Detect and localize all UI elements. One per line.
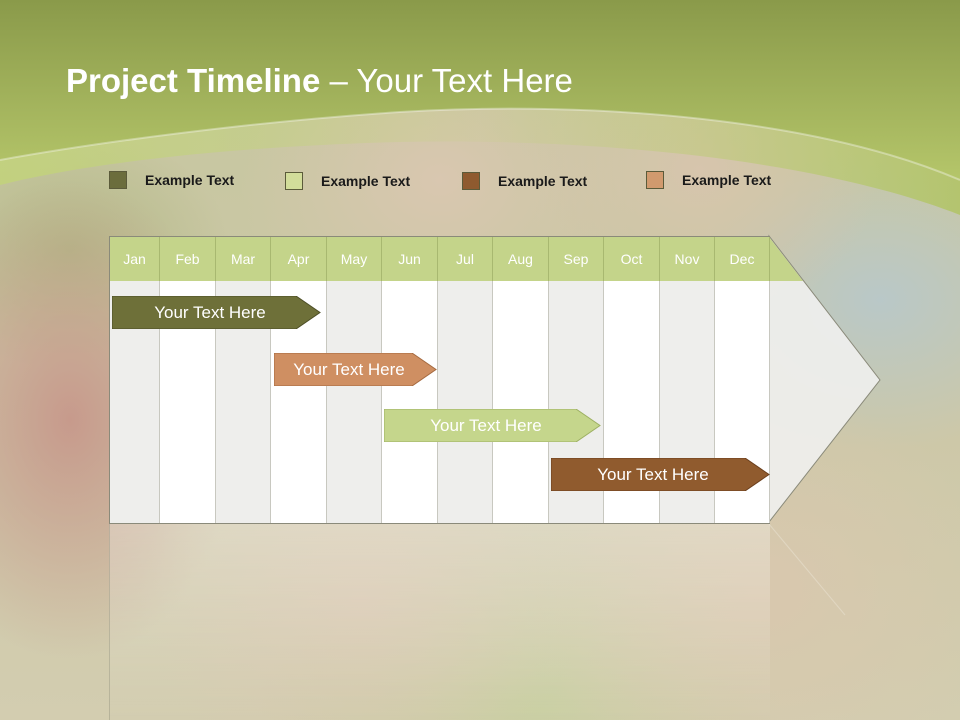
timeline-reflection [109,524,770,720]
month-header-nov: Nov [660,237,715,281]
month-column [438,281,493,523]
page-title: Project Timeline – Your Text Here [66,58,573,104]
title-bold: Project Timeline [66,62,321,99]
legend-item: Example Text [462,169,587,193]
month-header-sep: Sep [549,237,604,281]
month-header-oct: Oct [604,237,660,281]
task-bar[interactable]: Your Text Here [384,409,601,442]
task-bar-label: Your Text Here [597,464,709,484]
legend-item: Example Text [646,168,771,192]
legend-swatch [109,171,127,189]
legend-label: Example Text [682,172,772,188]
month-header-jun: Jun [382,237,438,281]
month-header-mar: Mar [216,237,271,281]
month-header-apr: Apr [271,237,327,281]
task-bar[interactable]: Your Text Here [551,458,770,491]
month-header-aug: Aug [493,237,549,281]
month-header-jul: Jul [438,237,493,281]
month-column [327,281,382,523]
legend-label: Example Text [321,173,411,189]
task-bar-label: Your Text Here [154,302,266,322]
month-column [493,281,549,523]
legend-item: Example Text [109,168,234,192]
task-bar-label: Your Text Here [430,415,542,435]
month-header-feb: Feb [160,237,216,281]
legend-label: Example Text [145,172,235,188]
task-bar[interactable]: Your Text Here [274,353,437,386]
title-rest: – Your Text Here [320,62,573,99]
legend-label: Example Text [498,173,588,189]
legend-swatch [285,172,303,190]
task-bar[interactable]: Your Text Here [112,296,321,329]
month-column [382,281,438,523]
month-header-may: May [327,237,382,281]
month-header-dec: Dec [715,237,770,281]
legend-swatch [646,171,664,189]
legend-item: Example Text [285,169,410,193]
legend-swatch [462,172,480,190]
task-bar-label: Your Text Here [293,359,405,379]
month-header-jan: Jan [110,237,160,281]
